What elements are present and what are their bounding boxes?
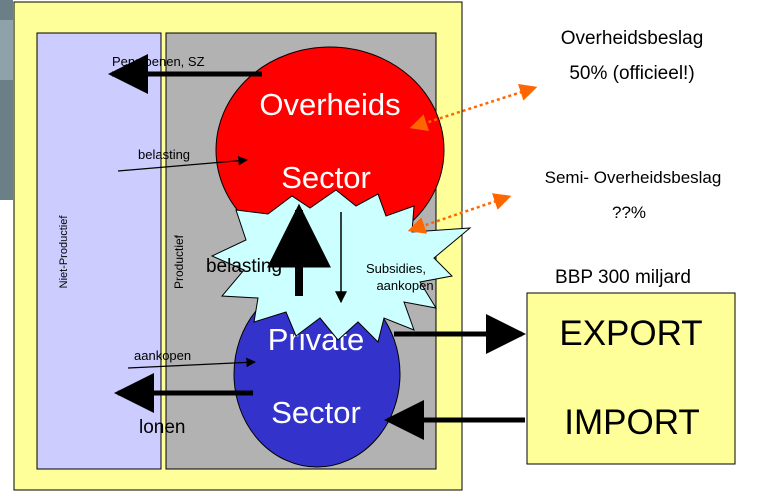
- semi-overheidsbeslag-label-line2: ??%: [612, 203, 646, 222]
- semi-overheidsbeslag-label-line1: Semi- Overheidsbeslag: [545, 168, 722, 187]
- bbp-label: BBP 300 miljard: [555, 267, 691, 288]
- aankopen-label: aankopen: [134, 348, 191, 363]
- import-label: IMPORT: [564, 403, 699, 442]
- belasting-center-label: belasting: [206, 256, 282, 277]
- export-label: EXPORT: [559, 314, 702, 353]
- trade-box: [526, 292, 736, 465]
- niet-productief-label: Niet-Productief: [58, 215, 70, 289]
- sector-bottom-label: Sector: [271, 395, 361, 430]
- semi-overheidsbeslag-dotted-arrow: [407, 193, 512, 234]
- overheidsbeslag-label-line1: Overheidsbeslag: [561, 28, 704, 49]
- belasting-left-arrow: [117, 155, 248, 172]
- niet-productief-box: [36, 32, 162, 470]
- pensioenen-label: Pensioenen, SZ: [112, 54, 205, 69]
- aankopen-arrow: [127, 357, 256, 369]
- productief-label: Productief: [172, 234, 186, 289]
- subsidies-label-line1: Subsidies,: [366, 261, 426, 276]
- overheidsbeslag-label-line2: 50% (officieel!): [569, 63, 694, 84]
- lonen-label: lonen: [139, 417, 186, 438]
- belasting-left-label: belasting: [138, 147, 190, 162]
- background-photo-detail: [0, 20, 13, 80]
- overheids-label: Overheids: [259, 87, 400, 122]
- sector-top-label: Sector: [281, 160, 371, 195]
- subsidies-label-line2: aankopen: [376, 278, 433, 293]
